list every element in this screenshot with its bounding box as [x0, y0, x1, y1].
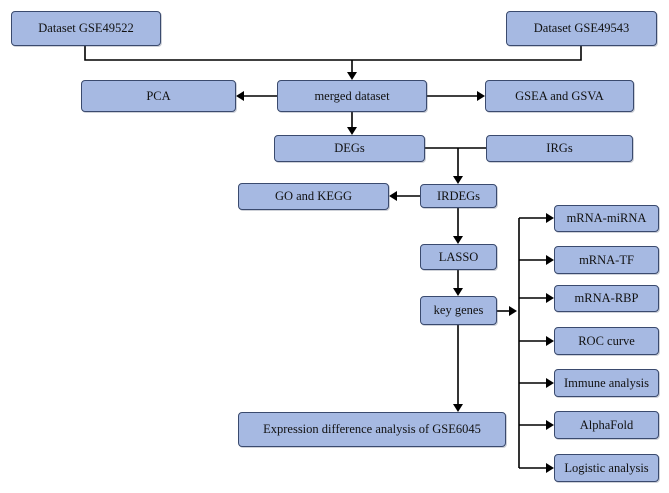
node-mrna-tf: mRNA-TF: [554, 246, 659, 274]
node-merged-dataset: merged dataset: [277, 80, 427, 112]
arrowhead-roc: [546, 336, 554, 346]
arrowhead-go: [389, 191, 397, 201]
arrowhead-mrna-tf: [546, 255, 554, 265]
node-irdegs: IRDEGs: [420, 184, 497, 208]
node-roc-curve: ROC curve: [554, 327, 659, 355]
connector-dataset-a: [84, 46, 352, 61]
arrowhead-mrna-rbp: [546, 293, 554, 303]
node-mrna-rbp: mRNA-RBP: [554, 285, 659, 312]
arrowhead-pca: [236, 91, 244, 101]
arrowhead-mrna-mirna: [546, 213, 554, 223]
arrowhead-logistic: [546, 463, 554, 473]
node-mrna-mirna: mRNA-miRNA: [554, 205, 659, 232]
arrowhead-immune: [546, 378, 554, 388]
arrowhead-lasso: [453, 236, 463, 244]
arrowhead-irdegs: [453, 176, 463, 184]
arrowhead-merged: [347, 72, 357, 80]
arrowhead-degs: [347, 127, 357, 135]
node-alphafold: AlphaFold: [554, 411, 659, 439]
arrowhead-expression: [453, 404, 463, 412]
connector-dataset-b: [352, 46, 582, 61]
arrowhead-branch: [509, 306, 517, 316]
node-expression-difference: Expression difference analysis of GSE604…: [238, 412, 506, 447]
arrowhead-alphafold: [546, 420, 554, 430]
arrowhead-key: [453, 288, 463, 296]
node-logistic-analysis: Logistic analysis: [554, 454, 659, 482]
node-pca: PCA: [81, 80, 236, 112]
node-irgs: IRGs: [486, 135, 633, 162]
node-lasso: LASSO: [420, 244, 497, 270]
node-dataset-b: Dataset GSE49543: [506, 11, 657, 46]
node-gsea-gsva: GSEA and GSVA: [485, 80, 634, 112]
node-dataset-a: Dataset GSE49522: [11, 11, 161, 46]
arrowhead-gsea: [477, 91, 485, 101]
node-degs: DEGs: [274, 135, 425, 162]
node-key-genes: key genes: [420, 296, 497, 325]
node-go-kegg: GO and KEGG: [238, 183, 389, 210]
node-immune-analysis: Immune analysis: [554, 369, 659, 397]
